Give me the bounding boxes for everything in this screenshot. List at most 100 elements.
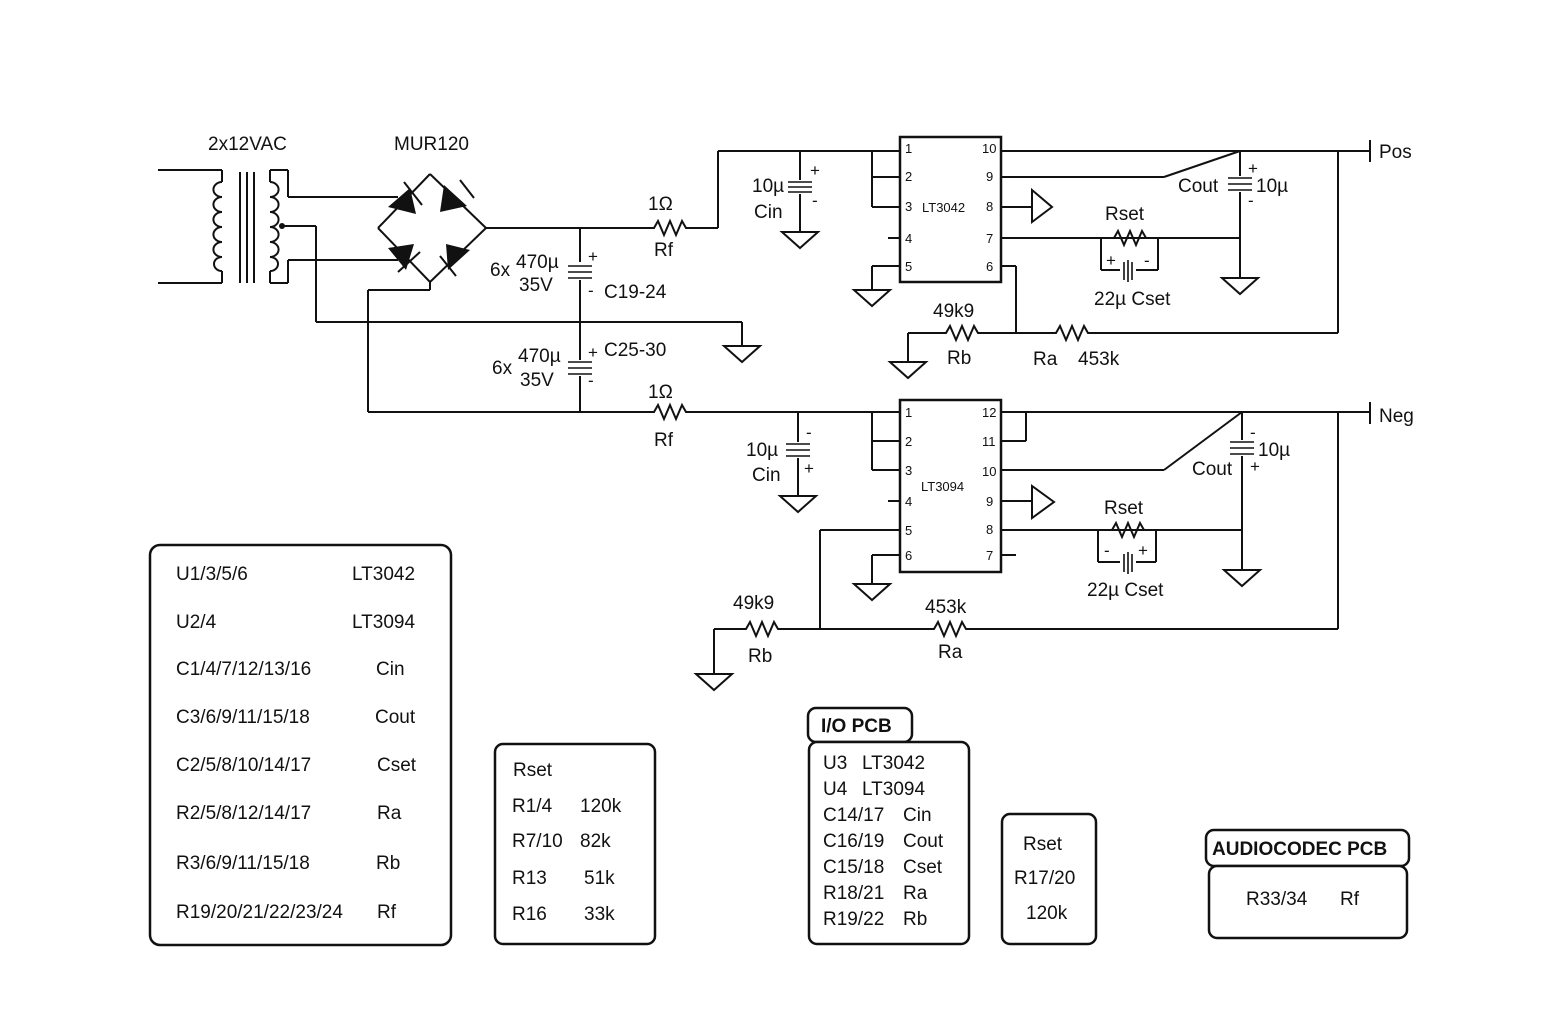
io-ref: U4 xyxy=(823,779,848,800)
legend-part: Rb xyxy=(376,853,400,874)
bulk-cap-top-value: 470µ xyxy=(516,252,559,273)
legend-ref: R19/20/21/22/23/24 xyxy=(176,902,343,923)
bulk-cap-bottom-minus: - xyxy=(588,371,594,390)
lt3094-ic xyxy=(898,398,1003,574)
rf-bottom-name: Rf xyxy=(654,430,674,451)
io-ref: R19/22 xyxy=(823,909,884,930)
neg-pin-9: 9 xyxy=(986,494,993,509)
neg-output-label: Neg xyxy=(1379,406,1414,427)
pos-pin-7: 7 xyxy=(986,231,993,246)
svg-text:+: + xyxy=(1250,457,1260,476)
rset-title: Rset xyxy=(513,760,553,781)
io-part: LT3094 xyxy=(862,779,925,800)
neg-pin-4: 4 xyxy=(905,494,912,509)
io-part: Ra xyxy=(903,883,928,904)
bulk-cap-top-ref: C19-24 xyxy=(604,282,667,303)
legend-ref: C3/6/9/11/15/18 xyxy=(176,707,310,728)
transformer: 2x12VAC xyxy=(158,134,378,322)
bridge-rectifier: MUR120 xyxy=(367,134,648,412)
neg-cin-name: Cin xyxy=(752,465,781,486)
pos-pin-2: 2 xyxy=(905,169,912,184)
io-part: Cout xyxy=(903,831,944,852)
pos-pin-5: 5 xyxy=(905,259,912,274)
io-ref: C15/18 xyxy=(823,857,884,878)
bulk-cap-top-voltage: 35V xyxy=(519,275,553,296)
rf-top-value: 1Ω xyxy=(648,194,673,215)
negative-regulator: - + 10µ Cin LT3094 1 2 3 4 5 6 12 11 10 … xyxy=(693,398,1414,692)
pos-cin-name: Cin xyxy=(754,202,783,223)
pos-rset-name: Rset xyxy=(1105,204,1145,225)
rf-bottom-value: 1Ω xyxy=(648,382,673,403)
pos-pin-3: 3 xyxy=(905,199,912,214)
neg-pin-5: 5 xyxy=(905,523,912,538)
bulk-cap-top-minus: - xyxy=(588,281,594,300)
pos-cin-value: 10µ xyxy=(752,176,784,197)
svg-text:+: + xyxy=(1248,159,1258,178)
io-part: Rb xyxy=(903,909,927,930)
neg-cset-label: 22µ Cset xyxy=(1087,580,1164,601)
legend-ref: U1/3/5/6 xyxy=(176,564,248,585)
io-ref: C14/17 xyxy=(823,805,884,826)
legend-ref: R2/5/8/12/14/17 xyxy=(176,803,311,824)
io-ref: R18/21 xyxy=(823,883,884,904)
svg-text:-: - xyxy=(1248,191,1254,210)
legend-part: Cset xyxy=(377,755,417,776)
io-ref: C16/19 xyxy=(823,831,884,852)
rset-ref: R16 xyxy=(512,904,547,925)
io-pcb-title: I/O PCB xyxy=(821,716,892,737)
pos-pin-9: 9 xyxy=(986,169,993,184)
neg-rb-value: 49k9 xyxy=(733,593,774,614)
legend-part: LT3042 xyxy=(352,564,415,585)
audiocodec-title: AUDIOCODEC PCB xyxy=(1212,839,1387,860)
neg-rset-name: Rset xyxy=(1104,498,1144,519)
io-ref: U3 xyxy=(823,753,847,774)
audiocodec-pcb-legend: AUDIOCODEC PCB R33/34 Rf xyxy=(1204,828,1411,940)
legend-ref: C2/5/8/10/14/17 xyxy=(176,755,311,776)
legend-part: Ra xyxy=(377,803,402,824)
neg-ra-name: Ra xyxy=(938,642,963,663)
audiocodec-part: Rf xyxy=(1340,889,1360,910)
io-rset-legend: Rset R17/20 120k xyxy=(1000,812,1098,946)
pos-pin-1: 1 xyxy=(905,141,912,156)
rset-value: 33k xyxy=(584,904,615,925)
neg-pin-3: 3 xyxy=(905,463,912,478)
bulk-cap-bottom-ref: C25-30 xyxy=(604,340,666,361)
svg-text:+: + xyxy=(804,459,814,478)
legend-rset: Rset R1/4 120k R7/10 82k R13 51k R16 33k xyxy=(493,742,657,946)
svg-text:-: - xyxy=(806,423,812,442)
pos-ra-name: Ra xyxy=(1033,349,1058,370)
neg-pin-10: 10 xyxy=(982,464,996,479)
rset-value: 51k xyxy=(584,868,615,889)
neg-pin-12: 12 xyxy=(982,405,996,420)
neg-pin-6: 6 xyxy=(905,548,912,563)
neg-pin-2: 2 xyxy=(905,434,912,449)
neg-pin-11: 11 xyxy=(982,434,996,449)
legend-part: Cout xyxy=(375,707,416,728)
io-part: Cin xyxy=(903,805,932,826)
legend-ref: R3/6/9/11/15/18 xyxy=(176,853,310,874)
pos-pin-8: 8 xyxy=(986,199,993,214)
rf-top-name: Rf xyxy=(654,240,674,261)
rset-value: 120k xyxy=(580,796,622,817)
bulk-cap-top-plus: + xyxy=(588,247,598,266)
io-rset-ref: R17/20 xyxy=(1014,868,1075,889)
io-pcb-legend: I/O PCB U3 LT3042 U4 LT3094 C14/17 Cin C… xyxy=(806,706,971,946)
neg-ra-value: 453k xyxy=(925,597,967,618)
io-rset-value: 120k xyxy=(1026,903,1068,924)
pos-cset-label: 22µ Cset xyxy=(1094,289,1171,310)
neg-pin-7: 7 xyxy=(986,548,993,563)
pos-pin-6: 6 xyxy=(986,259,993,274)
lt3042-ic xyxy=(898,135,1003,284)
svg-text:+: + xyxy=(1138,541,1148,560)
svg-text:+: + xyxy=(810,161,820,180)
bulk-cap-bottom-qty: 6x xyxy=(492,358,513,379)
bulk-cap-bottom-voltage: 35V xyxy=(520,370,554,391)
neg-pin-8: 8 xyxy=(986,522,993,537)
svg-text:-: - xyxy=(1250,423,1256,442)
neg-rb-name: Rb xyxy=(748,646,772,667)
rset-ref: R13 xyxy=(512,868,547,889)
audiocodec-ref: R33/34 xyxy=(1246,889,1308,910)
svg-text:-: - xyxy=(812,191,818,210)
positive-regulator: + - 10µ Cin LT3042 1 2 3 4 5 10 9 8 7 6 … xyxy=(718,135,1412,380)
bulk-cap-bottom-value: 470µ xyxy=(518,346,561,367)
